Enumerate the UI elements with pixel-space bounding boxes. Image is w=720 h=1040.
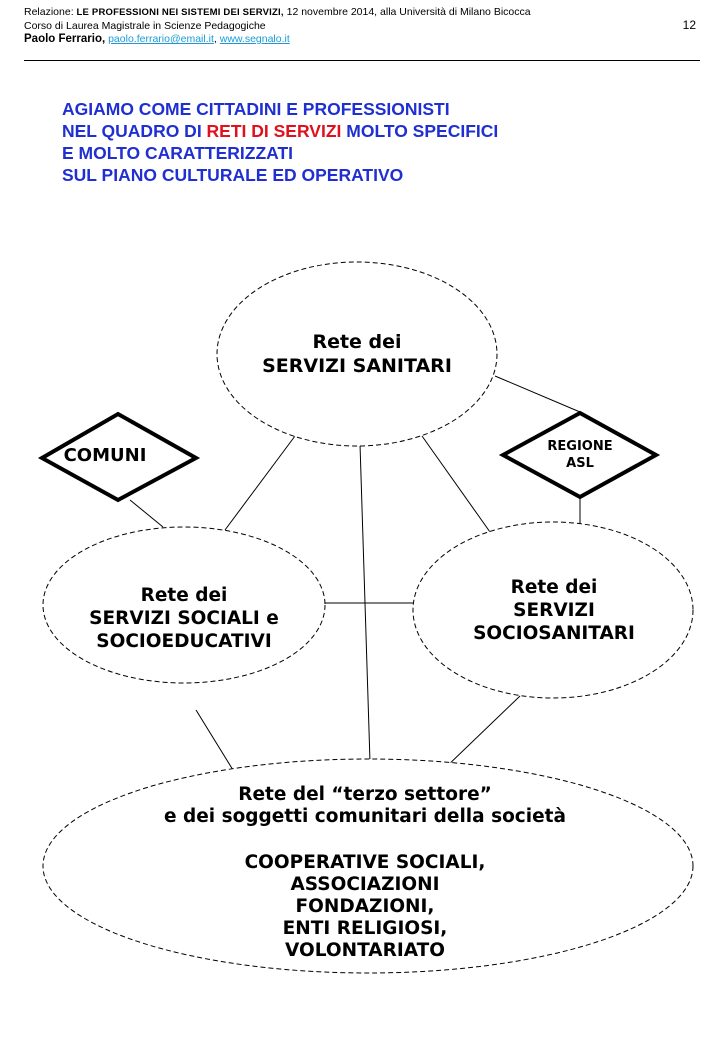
connector-sanitari-sociali <box>224 435 296 531</box>
sociali-ellipse <box>42 526 326 684</box>
intro-line-2-post: MOLTO SPECIFICI <box>341 121 499 141</box>
regione-line-2: ASL <box>566 456 594 471</box>
intro-line-1: AGIAMO COME CITTADINI E PROFESSIONISTI <box>62 99 450 119</box>
comuni-label: COMUNI <box>63 445 147 466</box>
sociali-line-3: SOCIOEDUCATIVI <box>96 631 272 652</box>
sociosanitari-line-1: Rete dei <box>510 577 598 598</box>
terzo-settore-ellipse <box>42 758 694 974</box>
sociosanitari-label: Rete dei SERVIZI SOCIOSANITARI <box>424 576 684 645</box>
intro-line-3: E MOLTO CARATTERIZZATI <box>62 143 294 163</box>
sanitari-line-2: SERVIZI SANITARI <box>262 355 452 377</box>
terzo-line-1: Rete del “terzo settore” <box>238 784 492 805</box>
sanitari-line-1: Rete dei <box>312 331 402 353</box>
terzo-spacer <box>80 828 650 852</box>
terzo-line-7: VOLONTARIATO <box>285 940 445 961</box>
terzo-line-2: e dei soggetti comunitari della società <box>164 806 566 827</box>
author-name: Paolo Ferrario, <box>24 33 106 45</box>
sanitari-label: Rete dei SERVIZI SANITARI <box>218 330 496 378</box>
header-course: Corso di Laurea Magistrale in Scienze Pe… <box>24 19 266 32</box>
sociali-line-1: Rete dei <box>140 585 228 606</box>
intro-line-2: NEL QUADRO DI RETI DI SERVIZI MOLTO SPEC… <box>62 120 498 142</box>
relazione-title: LE PROFESSIONI NEI SISTEMI DEI SERVIZI, <box>76 7 284 18</box>
website-link[interactable]: www.segnalo.it <box>219 33 290 45</box>
terzo-line-6: ENTI RELIGIOSI, <box>282 918 448 939</box>
connector-sanitari-regione <box>494 375 581 413</box>
terzo-settore-label: Rete del “terzo settore” e dei soggetti … <box>80 784 650 962</box>
sociosanitari-line-2: SERVIZI <box>513 600 595 621</box>
comuni-diamond <box>37 411 201 503</box>
regione-diamond <box>498 410 661 500</box>
header-relazione: Relazione: LE PROFESSIONI NEI SISTEMI DE… <box>24 6 704 20</box>
header-author-line: Paolo Ferrario, paolo.ferrario@email.it,… <box>24 33 704 47</box>
regione-line-1: REGIONE <box>547 439 613 454</box>
relazione-prefix: Relazione: <box>24 6 77 18</box>
page-number: 12 <box>682 18 696 32</box>
sociosanitari-line-3: SOCIOSANITARI <box>473 623 635 644</box>
email-link[interactable]: paolo.ferrario@email.it <box>108 33 214 45</box>
separator: , <box>213 33 217 45</box>
connector-sanitari-sociosanitari <box>421 435 491 533</box>
connector-sociali-terzo <box>195 709 234 771</box>
intro-line-2-pre: NEL QUADRO DI <box>62 121 207 141</box>
connector-sociosanitari-terzo <box>442 695 521 771</box>
sanitari-ellipse <box>216 261 498 447</box>
sociosanitari-ellipse <box>412 521 694 699</box>
sociali-line-2: SERVIZI SOCIALI e <box>89 608 279 629</box>
terzo-line-3: COOPERATIVE SOCIALI, <box>244 852 486 873</box>
sociali-label: Rete dei SERVIZI SOCIALI e SOCIOEDUCATIV… <box>44 584 324 653</box>
intro-line-4: SUL PIANO CULTURALE ED OPERATIVO <box>62 165 404 185</box>
page-header: Relazione: LE PROFESSIONI NEI SISTEMI DE… <box>24 6 704 47</box>
terzo-line-5: FONDAZIONI, <box>295 896 435 917</box>
intro-text: AGIAMO COME CITTADINI E PROFESSIONISTI N… <box>62 98 498 186</box>
relazione-suffix: 12 novembre 2014, alla Università di Mil… <box>283 6 531 18</box>
intro-highlight: RETI DI SERVIZI <box>206 121 342 141</box>
terzo-line-4: ASSOCIAZIONI <box>290 874 440 895</box>
connector-comuni-sociali <box>129 499 164 528</box>
regione-label: REGIONE ASL <box>500 438 660 472</box>
header-divider <box>24 60 700 61</box>
